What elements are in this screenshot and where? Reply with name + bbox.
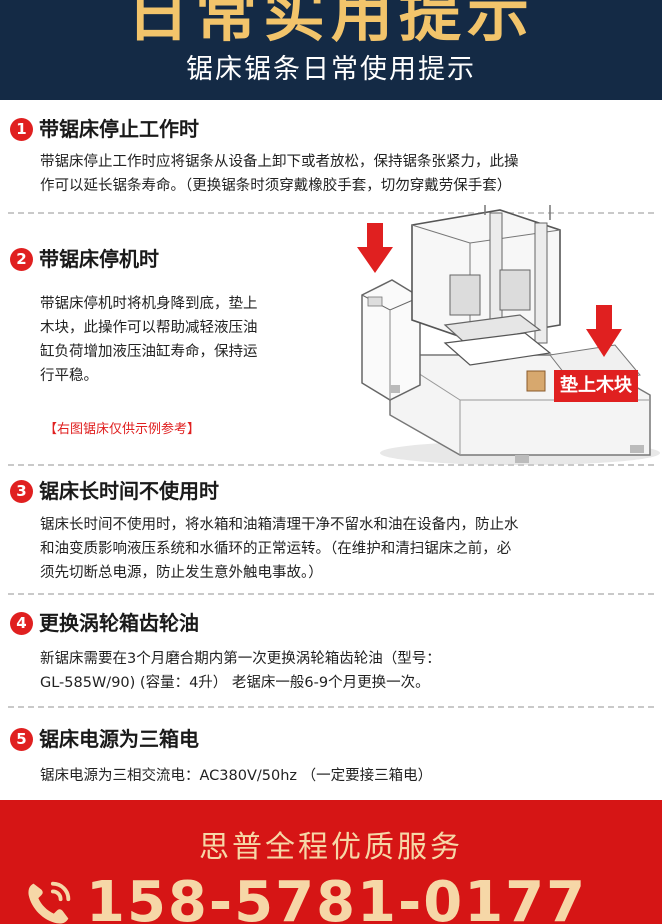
band-saw-machine-illustration [357,205,660,465]
body-line: 缸负荷增加液压油缸寿命，保持运 [40,344,258,360]
divider [8,212,654,214]
section-5-body: 锯床电源为三相交流电：AC380V/50hz （一定要接三箱电） [40,764,432,788]
body-line: GL-585W/90) (容量：4升） 老锯床一般6-9个月更换一次。 [40,675,430,691]
divider [8,706,654,708]
section-1-heading: 1 带锯床停止工作时 [10,116,199,142]
section-4-heading: 4 更换涡轮箱齿轮油 [10,610,199,636]
phone-icon [28,881,71,924]
body-line: 带锯床停止工作时应将锯条从设备上卸下或者放松，保持锯条张紧力，此操 [40,154,519,170]
body-line: 行平稳。 [40,368,98,384]
divider [8,464,654,466]
section-2-body: 带锯床停机时将机身降到底，垫上 木块，此操作可以帮助减轻液压油 缸负荷增加液压油… [40,292,258,388]
section-3-body: 锯床长时间不使用时，将水箱和油箱清理干净不留水和油在设备内，防止水 和油变质影响… [40,513,519,585]
section-number-badge: 4 [10,611,33,635]
section-title: 带锯床停止工作时 [39,117,199,141]
down-arrow-icon [586,305,622,357]
section-title: 锯床电源为三箱电 [39,727,199,751]
section-1-body: 带锯床停止工作时应将锯条从设备上卸下或者放松，保持锯条张紧力，此操 作可以延长锯… [40,150,519,198]
body-line: 带锯床停机时将机身降到底，垫上 [40,296,258,312]
section-title: 带锯床停机时 [39,247,159,271]
section-number-badge: 5 [10,727,33,751]
service-slogan: 思普全程优质服务 [199,830,463,865]
wood-block-label: 垫上木块 [554,370,638,402]
section-number-badge: 2 [10,247,33,271]
body-line: 木块，此操作可以帮助减轻液压油 [40,320,258,336]
section-title: 锯床长时间不使用时 [39,479,219,503]
page-title: 日常实用提示 [126,0,535,50]
section-number-badge: 3 [10,479,33,503]
footer-banner: 思普全程优质服务 158-5781-0177 [0,800,662,924]
section-number-badge: 1 [10,117,33,141]
divider [8,593,654,595]
body-line: 新锯床需要在3个月磨合期内第一次更换涡轮箱齿轮油（型号： [40,651,441,667]
section-5-heading: 5 锯床电源为三箱电 [10,726,199,752]
phone-number[interactable]: 158-5781-0177 [86,870,588,924]
section-3-heading: 3 锯床长时间不使用时 [10,478,219,504]
body-line: 锯床电源为三相交流电：AC380V/50hz （一定要接三箱电） [40,768,433,784]
body-line: 须先切断总电源，防止发生意外触电事故。） [40,565,323,581]
page-subtitle: 锯床锯条日常使用提示 [186,54,476,85]
down-arrow-icon [357,223,393,273]
body-line: 锯床长时间不使用时，将水箱和油箱清理干净不留水和油在设备内，防止水 [40,517,519,533]
section-2-heading: 2 带锯床停机时 [10,246,159,272]
contact-phone[interactable]: 158-5781-0177 [20,868,587,924]
body-line: 和油变质影响液压系统和水循环的正常运转。（在维护和清扫锯床之前，必 [40,541,512,557]
section-title: 更换涡轮箱齿轮油 [39,611,199,635]
body-line: 作可以延长锯条寿命。（更换锯条时须穿戴橡胶手套，切勿穿戴劳保手套） [40,178,512,194]
section-4-body: 新锯床需要在3个月磨合期内第一次更换涡轮箱齿轮油（型号： GL-585W/90)… [40,647,441,695]
example-note: 【右图锯床仅供示例参考】 [44,422,201,437]
header-banner: 日常实用提示 锯床锯条日常使用提示 [0,0,662,100]
